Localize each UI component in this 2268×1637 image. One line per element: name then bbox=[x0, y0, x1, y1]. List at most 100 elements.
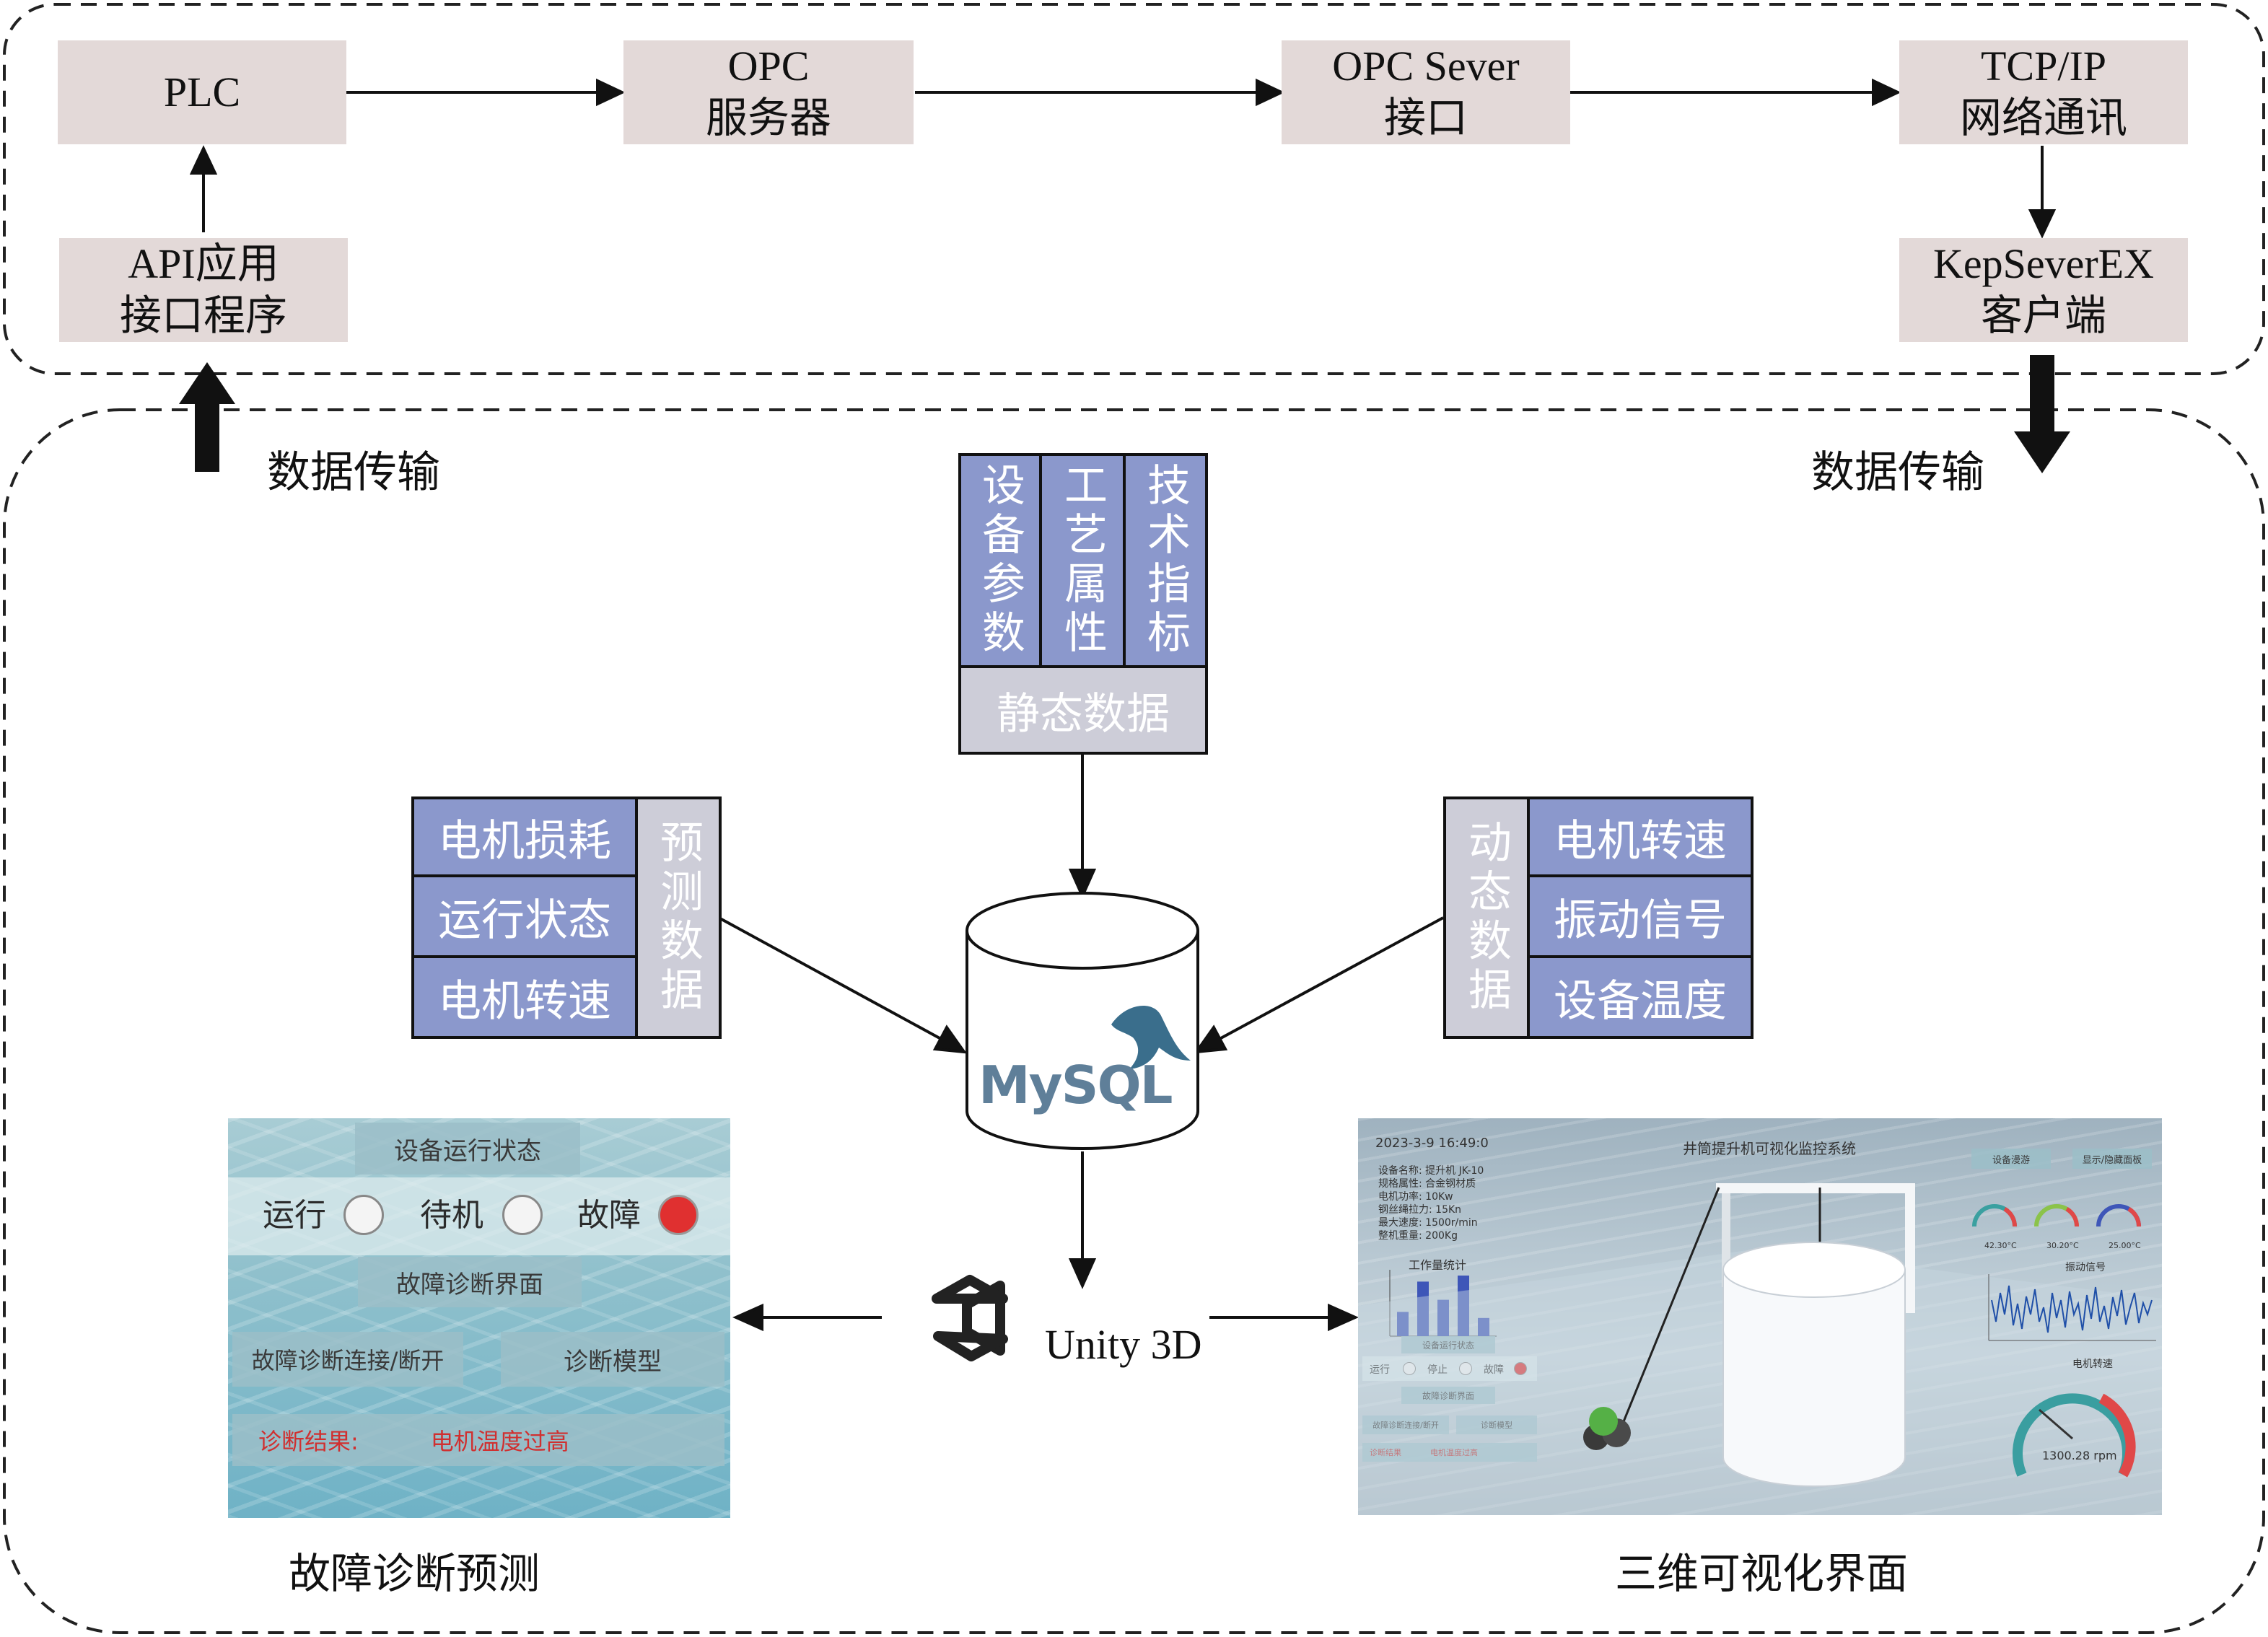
opc-server-label-1: OPC bbox=[727, 43, 810, 89]
diag-result-value: 电机温度过高 bbox=[430, 1428, 569, 1455]
bottom-group-frame bbox=[3, 408, 2265, 1634]
kep-label-1: KepSeverEX bbox=[1932, 240, 2154, 287]
viz-rpm-title: 电机转速 bbox=[2072, 1359, 2113, 1370]
diag-connect-button[interactable]: 故障诊断连接/断开 bbox=[232, 1332, 463, 1387]
transfer-label-right: 数据传输 bbox=[1811, 449, 1984, 496]
api-label-1: API应用 bbox=[128, 240, 279, 287]
standby-led bbox=[502, 1195, 543, 1235]
static-col-indicators: 技术指标 bbox=[1126, 456, 1205, 665]
viz-datetime: 2023-3-9 16:49:0 bbox=[1375, 1136, 1489, 1151]
dynamic-data-label: 动态数据 bbox=[1446, 799, 1527, 1036]
opc-sever-label-1: OPC Sever bbox=[1332, 43, 1520, 89]
mysql-cylinder bbox=[966, 892, 1199, 1150]
opc-server-box: OPC 服务器 bbox=[623, 40, 914, 144]
top-group-frame bbox=[3, 3, 2265, 375]
transfer-label-left: 数据传输 bbox=[267, 449, 440, 496]
viz-roam-button[interactable]: 设备漫游 bbox=[1971, 1149, 2051, 1169]
diag-result-bar: 诊断结果: 电机温度过高 bbox=[232, 1414, 724, 1466]
viz-result-bar: 诊断结果 电机温度过高 bbox=[1362, 1443, 1537, 1462]
viz-panel-caption: 三维可视化界面 bbox=[1615, 1550, 1909, 1597]
temperature-gauge-alarm-arc bbox=[2003, 1207, 2018, 1227]
unity-label: Unity 3D bbox=[1045, 1321, 1202, 1368]
viz-status-strip bbox=[1362, 1356, 1537, 1381]
fault-panel-caption: 故障诊断预测 bbox=[289, 1550, 540, 1597]
fault-led bbox=[658, 1195, 699, 1235]
viz-rpm-value: 1300.28 rpm bbox=[2042, 1449, 2117, 1462]
workload-bar bbox=[1478, 1317, 1489, 1336]
diag-title: 故障诊断界面 bbox=[358, 1257, 582, 1307]
api-label-2: 接口程序 bbox=[119, 292, 287, 339]
viz-rpm-gauge bbox=[2013, 1393, 2136, 1478]
viz-info-3: 钢丝绳拉力: 15Kn bbox=[1378, 1204, 1462, 1216]
viz-diag-title: 故障诊断界面 bbox=[1401, 1387, 1495, 1404]
workload-bar bbox=[1458, 1276, 1469, 1336]
static-col-process: 工艺属性 bbox=[1042, 456, 1123, 665]
status-fault-label: 故障 bbox=[577, 1197, 641, 1234]
viz-chart-title: 工作量统计 bbox=[1409, 1258, 1467, 1272]
viz-gauge-0-value: 42.30°C bbox=[1984, 1241, 2017, 1250]
viz-gauge-2-value: 25.00°C bbox=[2109, 1241, 2141, 1250]
static-data-table: 设备参数 工艺属性 技术指标 静态数据 bbox=[958, 453, 1208, 755]
viz-stop-led bbox=[1459, 1362, 1472, 1375]
viz-fault-label: 故障 bbox=[1484, 1362, 1504, 1377]
viz-panel: 2023-3-9 16:49:0 井筒提升机可视化监控系统 设备漫游 显示/隐藏… bbox=[1358, 1118, 2162, 1515]
unity-logo-shape bbox=[932, 1275, 1008, 1361]
viz-title: 井筒提升机可视化监控系统 bbox=[1683, 1140, 1856, 1157]
diag-result-label: 诊断结果: bbox=[258, 1428, 359, 1455]
dolphin-shape bbox=[1111, 1005, 1191, 1069]
predict-row-1: 电机损耗 bbox=[414, 799, 635, 874]
predict-data-label: 预测数据 bbox=[638, 799, 719, 1036]
tcpip-label-2: 网络通讯 bbox=[1959, 95, 2127, 141]
fault-status-title: 设备运行状态 bbox=[355, 1123, 580, 1175]
dynamic-data-table: 动态数据 电机转速 振动信号 设备温度 bbox=[1443, 796, 1753, 1039]
run-led bbox=[343, 1195, 384, 1235]
dynamic-row-3: 设备温度 bbox=[1530, 958, 1751, 1036]
viz-info-2: 电机功率: 10Kw bbox=[1378, 1191, 1453, 1203]
predict-row-3: 电机转速 bbox=[414, 958, 635, 1036]
viz-model-button[interactable]: 诊断模型 bbox=[1456, 1416, 1537, 1434]
viz-vib-title: 振动信号 bbox=[2065, 1262, 2106, 1273]
api-program-box: API应用 接口程序 bbox=[59, 238, 348, 342]
opc-server-label-2: 服务器 bbox=[705, 95, 831, 141]
viz-info-5: 整机重量: 200Kg bbox=[1378, 1230, 1458, 1242]
opc-sever-label-2: 接口 bbox=[1383, 95, 1468, 141]
viz-3d-scene bbox=[1358, 1183, 2162, 1515]
predict-row-2: 运行状态 bbox=[414, 877, 635, 955]
diag-model-button[interactable]: 诊断模型 bbox=[501, 1332, 724, 1387]
opc-sever-interface-box: OPC Sever 接口 bbox=[1282, 40, 1570, 144]
workload-bar bbox=[1437, 1299, 1449, 1336]
viz-info-0: 设备名称: 提升机 JK-10 bbox=[1378, 1165, 1484, 1177]
viz-fault-led bbox=[1514, 1362, 1527, 1375]
static-col-params: 设备参数 bbox=[961, 456, 1039, 665]
viz-gauges bbox=[1972, 1204, 2142, 1227]
static-data-label: 静态数据 bbox=[961, 668, 1205, 752]
temperature-gauge-alarm-arc bbox=[2127, 1207, 2142, 1227]
plc-label: PLC bbox=[163, 69, 241, 115]
kep-label-2: 客户端 bbox=[1980, 292, 2106, 339]
viz-gauge-1-value: 30.20°C bbox=[2046, 1241, 2079, 1250]
viz-vibration-signal bbox=[1988, 1274, 2156, 1341]
viz-toggle-button[interactable]: 显示/隐藏面板 bbox=[2072, 1149, 2152, 1169]
viz-stop-label: 停止 bbox=[1427, 1362, 1448, 1377]
viz-info-1: 规格属性: 合金钢材质 bbox=[1378, 1178, 1476, 1190]
viz-run-label: 运行 bbox=[1370, 1362, 1390, 1377]
viz-run-led bbox=[1403, 1362, 1416, 1375]
workload-bar bbox=[1397, 1312, 1409, 1336]
dynamic-row-2: 振动信号 bbox=[1530, 877, 1751, 955]
tcpip-box: TCP/IP 网络通讯 bbox=[1899, 40, 2188, 144]
viz-status-title: 设备运行状态 bbox=[1401, 1336, 1495, 1353]
mysql-logo-text: MySQL bbox=[978, 1055, 1173, 1115]
kepsever-box: KepSeverEX 客户端 bbox=[1899, 238, 2188, 342]
plc-box: PLC bbox=[58, 40, 346, 144]
temperature-gauge-alarm-arc bbox=[2065, 1207, 2080, 1227]
fault-diagnosis-panel: 设备运行状态 运行 待机 故障 故障诊断界面 故障诊断连接/断开 诊断模型 诊断… bbox=[228, 1118, 730, 1518]
viz-connect-button[interactable]: 故障诊断连接/断开 bbox=[1362, 1416, 1449, 1434]
viz-info-4: 最大速度: 1500r/min bbox=[1378, 1217, 1478, 1229]
predict-data-table: 电机损耗 运行状态 电机转速 预测数据 bbox=[411, 796, 722, 1039]
workload-bar bbox=[1417, 1281, 1429, 1336]
status-strip bbox=[228, 1177, 730, 1255]
status-run-label: 运行 bbox=[263, 1197, 326, 1234]
tcpip-label-1: TCP/IP bbox=[1980, 43, 2107, 89]
status-standby-label: 待机 bbox=[420, 1197, 483, 1234]
